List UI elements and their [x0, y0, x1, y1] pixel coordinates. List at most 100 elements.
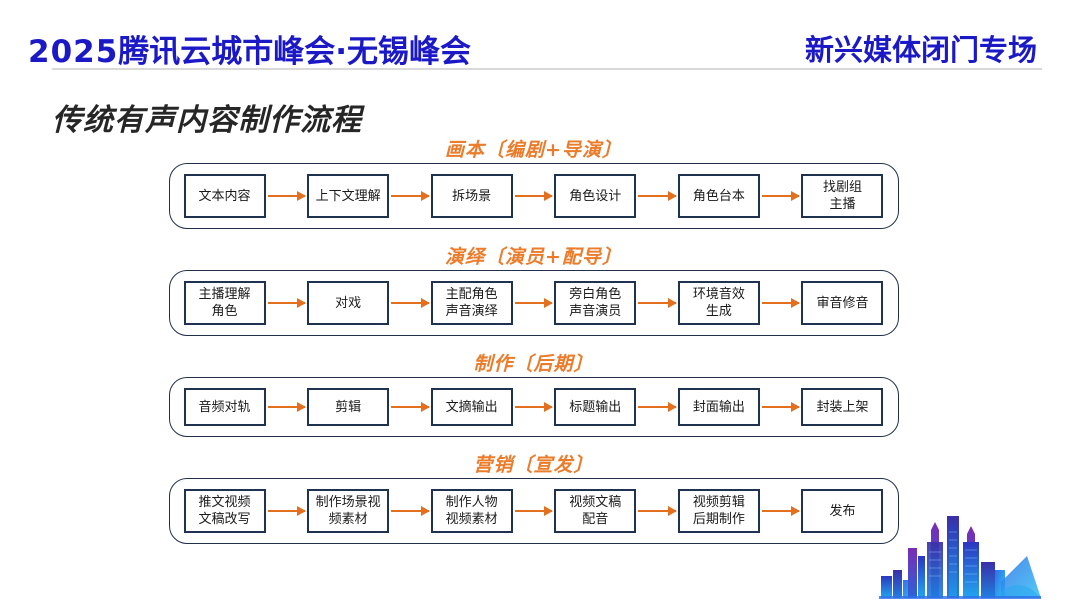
flow-section-label: 营销〔宣发〕 [473, 454, 594, 476]
flow-row: 文本内容 上下文理解 拆场景 角色设计 角色台本 找剧组主播 [170, 164, 898, 228]
event-year: 2025 [28, 34, 119, 70]
flow-node-label: 发布 [829, 503, 856, 519]
flow-node-label: 制作人物 [445, 495, 498, 510]
flow-node-label: 声音演员 [569, 304, 622, 319]
flow-arrow [391, 298, 430, 308]
section-spacer [0, 437, 1067, 453]
slide-header: 2025腾讯云城市峰会·无锡峰会 新兴媒体闭门专场 [0, 0, 1067, 72]
flow-node[interactable]: 发布 [801, 489, 884, 533]
flow-node[interactable]: 视频剪辑后期制作 [677, 489, 760, 533]
flow-node-label: 封面输出 [692, 399, 745, 415]
flow-node[interactable]: 文本内容 [183, 174, 266, 218]
flow-node-label: 封装上架 [816, 399, 869, 415]
flow-node[interactable]: 制作场景视频素材 [307, 489, 390, 533]
flow-node-label: 主播 [829, 197, 856, 212]
flow-node[interactable]: 角色设计 [554, 174, 637, 218]
flow-node[interactable]: 标题输出 [554, 388, 637, 426]
flow-row: 主播理解角色对戏主配角色声音演绎旁白角色声音演员环境音效生成审音修音 [170, 271, 898, 335]
flow-node[interactable]: 封面输出 [677, 388, 760, 426]
flow-arrow [761, 191, 801, 201]
flow-node-label: 上下文理解 [315, 188, 381, 204]
flow-row-container: 音频对轨 剪辑 文摘输出 标题输出 封面输出 封装上架 [168, 377, 899, 437]
event-title-left: 2025腾讯云城市峰会·无锡峰会 [28, 26, 471, 71]
section-spacer [0, 229, 1067, 245]
flow-arrow [638, 298, 677, 308]
event-session-title: 新兴媒体闭门专场 [804, 33, 1037, 67]
flow-node-label: 旁白角色 [569, 287, 622, 302]
flow-arrow [391, 191, 430, 201]
flow-arrow [638, 191, 677, 201]
flow-node[interactable]: 环境音效生成 [677, 281, 760, 325]
flow-arrow [267, 298, 306, 308]
flow-arrow [267, 191, 306, 201]
flow-node-label: 文摘输出 [445, 399, 498, 415]
flow-node[interactable]: 对戏 [307, 281, 390, 325]
flow-node-label: 角色台本 [692, 188, 745, 204]
flow-arrow [514, 402, 553, 412]
flow-arrow [761, 506, 801, 516]
flow-arrow [391, 402, 430, 412]
flow-node-label: 频素材 [328, 512, 368, 527]
flow-row-container: 主播理解角色对戏主配角色声音演绎旁白角色声音演员环境音效生成审音修音 [168, 270, 899, 336]
flow-row-container: 推文视频文稿改写制作场景视频素材制作人物视频素材视频文稿配音视频剪辑后期制作发布 [168, 478, 899, 544]
flow-node-label: 视频素材 [445, 512, 498, 527]
flow-arrow [514, 191, 553, 201]
page-title: 传统有声内容制作流程 [52, 103, 362, 138]
city-skyline-icon [875, 512, 1045, 600]
flow-node[interactable]: 上下文理解 [307, 174, 390, 218]
flow-node-label: 环境音效 [692, 287, 745, 302]
flow-diagram: 画本〔编剧+导演〕文本内容 上下文理解 拆场景 角色设计 角色台本 找剧组主播演绎〔演员+… [0, 138, 1067, 560]
event-name: 腾讯云城市峰会·无锡峰会 [118, 34, 472, 70]
flow-node[interactable]: 拆场景 [430, 174, 513, 218]
flow-node-label: 角色 [211, 304, 238, 319]
flow-node[interactable]: 角色台本 [677, 174, 760, 218]
flow-node[interactable]: 音频对轨 [183, 388, 266, 426]
flow-arrow [761, 298, 801, 308]
flow-section-label: 画本〔编剧+导演〕 [445, 139, 622, 161]
flow-section: 演绎〔演员+配导〕主播理解角色对戏主配角色声音演绎旁白角色声音演员环境音效生成审… [0, 245, 1067, 336]
flow-row: 音频对轨 剪辑 文摘输出 标题输出 封面输出 封装上架 [170, 378, 898, 436]
flow-node-label: 找剧组 [822, 180, 862, 195]
flow-arrow [514, 506, 553, 516]
flow-node-label: 主配角色 [445, 287, 498, 302]
flow-section: 制作〔后期〕音频对轨 剪辑 文摘输出 标题输出 封面输出 封装上架 [0, 352, 1067, 437]
flow-node[interactable]: 文摘输出 [430, 388, 513, 426]
flow-node-label: 文本内容 [198, 188, 251, 204]
header-divider [52, 68, 1042, 70]
flow-node-label: 视频剪辑 [692, 495, 745, 510]
flow-node-label: 制作场景视 [315, 495, 381, 510]
flow-node[interactable]: 剪辑 [307, 388, 390, 426]
flow-node-label: 标题输出 [569, 399, 622, 415]
flow-arrow [761, 402, 801, 412]
flow-arrow [638, 402, 677, 412]
flow-node[interactable]: 视频文稿配音 [554, 489, 637, 533]
flow-node-label: 后期制作 [692, 512, 745, 527]
flow-node[interactable]: 制作人物视频素材 [430, 489, 513, 533]
flow-node-label: 对戏 [335, 295, 362, 311]
flow-section-label: 制作〔后期〕 [473, 353, 594, 375]
flow-node-label: 生成 [705, 304, 732, 319]
flow-arrow [514, 298, 553, 308]
flow-node[interactable]: 审音修音 [801, 281, 884, 325]
flow-node-label: 声音演绎 [445, 304, 498, 319]
flow-node-label: 审音修音 [816, 295, 869, 311]
flow-node-label: 文稿改写 [198, 512, 251, 527]
flow-row-container: 文本内容 上下文理解 拆场景 角色设计 角色台本 找剧组主播 [168, 163, 899, 229]
flow-row: 推文视频文稿改写制作场景视频素材制作人物视频素材视频文稿配音视频剪辑后期制作发布 [170, 479, 898, 543]
flow-arrow [267, 402, 306, 412]
flow-arrow [638, 506, 677, 516]
flow-arrow [267, 506, 306, 516]
flow-node[interactable]: 找剧组主播 [801, 174, 884, 218]
flow-node-label: 拆场景 [452, 188, 492, 204]
flow-node[interactable]: 主配角色声音演绎 [430, 281, 513, 325]
flow-node[interactable]: 主播理解角色 [183, 281, 266, 325]
flow-section: 营销〔宣发〕推文视频文稿改写制作场景视频素材制作人物视频素材视频文稿配音视频剪辑… [0, 453, 1067, 544]
flow-arrow [391, 506, 430, 516]
flow-section-label: 演绎〔演员+配导〕 [445, 246, 622, 268]
flow-node-label: 主播理解 [198, 287, 251, 302]
flow-node-label: 角色设计 [569, 188, 622, 204]
flow-node[interactable]: 推文视频文稿改写 [183, 489, 266, 533]
flow-node-label: 推文视频 [198, 495, 251, 510]
flow-node[interactable]: 旁白角色声音演员 [554, 281, 637, 325]
flow-node[interactable]: 封装上架 [801, 388, 884, 426]
